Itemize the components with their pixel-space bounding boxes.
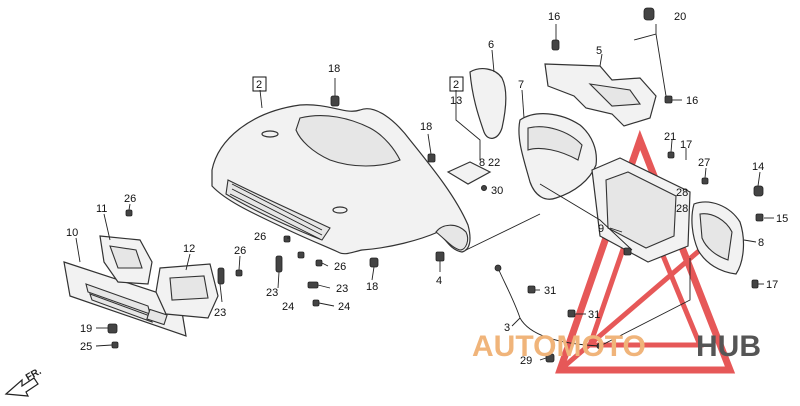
headlight-bracket-left [99, 235, 153, 285]
callout-26-fender: 26 [254, 231, 266, 243]
side-panel-right [691, 201, 745, 275]
callout-18-low: 18 [366, 281, 378, 293]
callout-8-plate: 8 [479, 157, 485, 169]
callout-15: 15 [776, 213, 788, 225]
callout-5: 5 [596, 45, 602, 57]
callout-14: 14 [752, 161, 764, 173]
callout-10: 10 [66, 227, 78, 239]
callout-2-cover: 2 [453, 79, 459, 91]
callout-21: 21 [664, 131, 676, 143]
watermark-text: AUTOMOTO HUB [472, 330, 761, 363]
callout-27: 27 [698, 157, 710, 169]
fender-grille [229, 183, 323, 240]
fasteners [107, 7, 764, 363]
callout-23-right: 23 [336, 283, 348, 295]
watermark-brand-part1: AUTOMOTO [472, 330, 646, 363]
callout-7: 7 [518, 79, 524, 91]
callout-18-mid: 18 [420, 121, 432, 133]
callout-29: 29 [520, 355, 532, 367]
callout-19: 19 [80, 323, 92, 335]
callout-8-panel: 8 [758, 237, 764, 249]
leader-lines [75, 24, 774, 361]
callout-6: 6 [488, 39, 494, 51]
front-direction-arrow-icon: FR. [4, 366, 44, 397]
callout-16-top: 16 [548, 11, 560, 23]
watermark-brand-part2: HUB [696, 330, 761, 363]
callout-24-right: 24 [338, 301, 350, 313]
callout-24-left: 24 [282, 301, 294, 313]
callout-12: 12 [183, 243, 195, 255]
callout-23-mid: 23 [266, 287, 278, 299]
callout-2-fender: 2 [256, 79, 262, 91]
callout-4: 4 [436, 275, 442, 287]
watermark-triangle-icon [555, 129, 736, 374]
headlight-bracket-right [155, 263, 219, 319]
inner-fender-panel [518, 113, 597, 200]
callout-31-lower: 31 [588, 309, 600, 321]
callout-3: 3 [504, 322, 510, 334]
callout-18-top: 18 [328, 63, 340, 75]
callout-11: 11 [96, 203, 107, 215]
callout-30: 30 [491, 185, 503, 197]
callout-23-left: 23 [214, 307, 226, 319]
upper-bracket [544, 63, 657, 127]
callout-13: 13 [450, 95, 462, 107]
callout-9: 9 [598, 223, 604, 235]
inspection-plate [446, 161, 492, 191]
callout-17-lower: 17 [766, 279, 778, 291]
callout-26-lower: 26 [334, 261, 346, 273]
callout-28-lower: 28 [676, 203, 688, 215]
callout-28-upper: 28 [676, 187, 688, 199]
front-direction-label: FR. [24, 366, 44, 384]
side-cover [469, 68, 507, 139]
front-fender [211, 104, 471, 255]
callout-26-grille: 26 [124, 193, 136, 205]
callout-16-right: 16 [686, 95, 698, 107]
callout-22: 22 [488, 157, 500, 169]
callout-17-upper: 17 [680, 139, 692, 151]
callout-20: 20 [674, 11, 686, 23]
callout-31-upper: 31 [544, 285, 556, 297]
callout-labels: 2 2 3 4 5 6 7 8 8 9 10 11 12 13 14 15 16… [66, 11, 788, 367]
callout-26-bracket: 26 [234, 245, 246, 257]
callout-25: 25 [80, 341, 92, 353]
front-grille [63, 261, 187, 337]
